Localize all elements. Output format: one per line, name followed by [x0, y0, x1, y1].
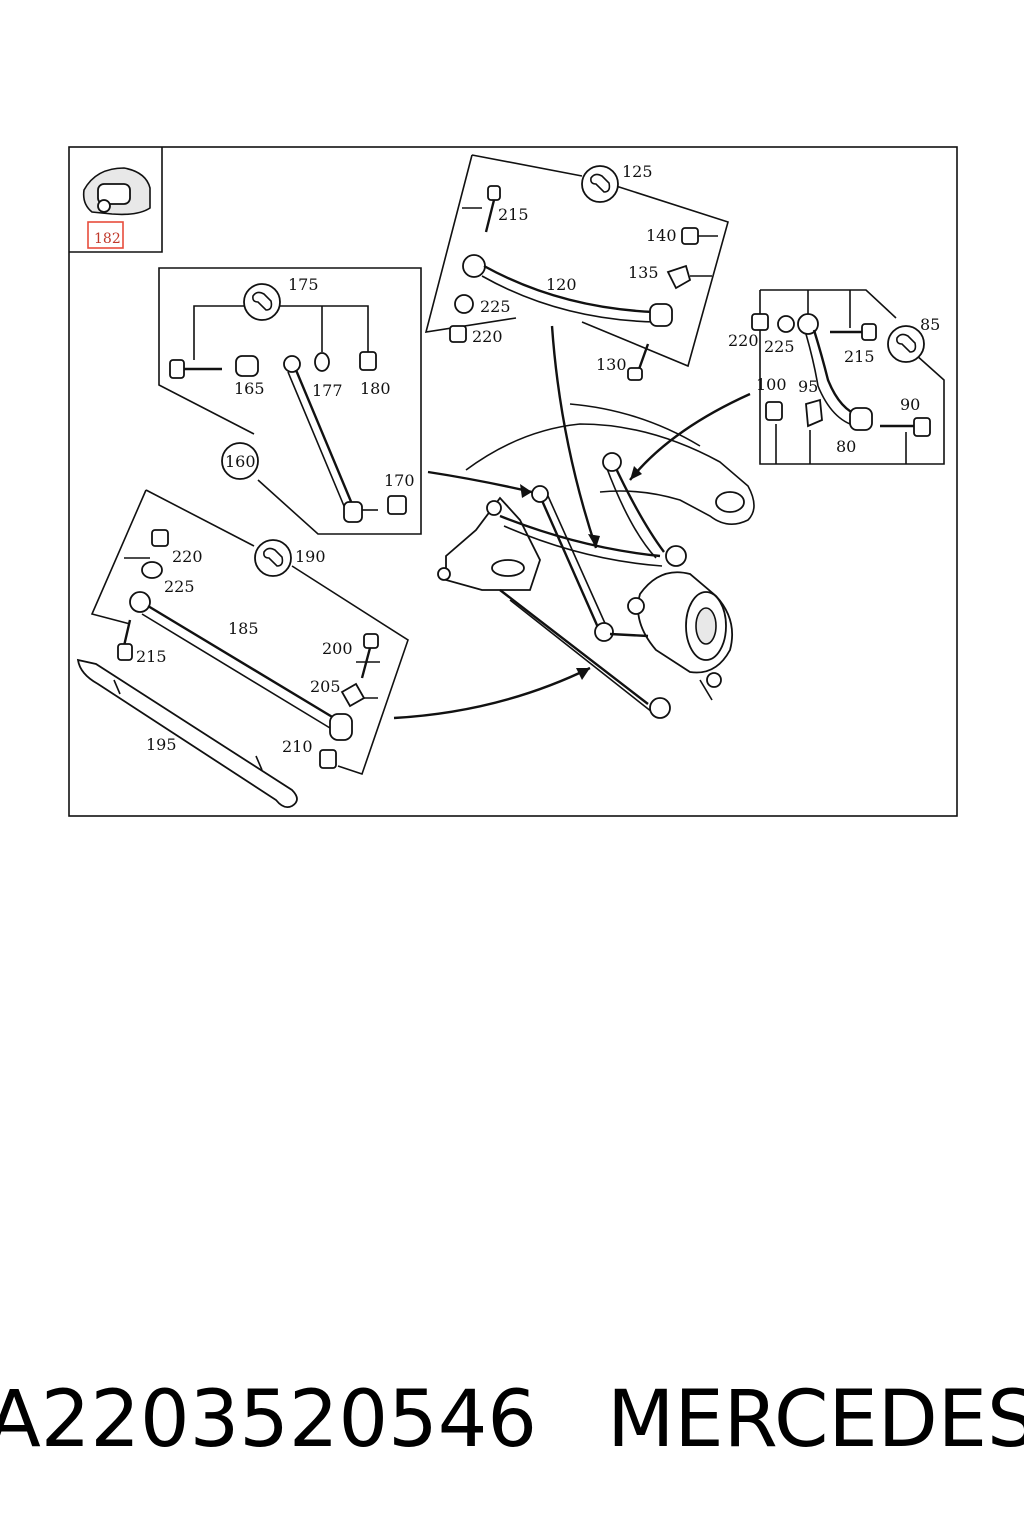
callout-180: 180: [360, 379, 391, 398]
suspension-assembly: [393, 325, 755, 720]
callout-177: 177: [312, 381, 343, 400]
callout-170: 170: [384, 471, 415, 490]
callout-165: 165: [234, 379, 265, 398]
callout-215a: 215: [498, 205, 529, 224]
wrench-icon: [252, 291, 273, 311]
part-caption: A2203520546 MERCEDES: [0, 1360, 1024, 1480]
callout-210: 210: [282, 737, 313, 756]
callout-125: 125: [622, 162, 653, 181]
callout-130: 130: [596, 355, 627, 374]
callout-225a: 225: [480, 297, 511, 316]
callout-90: 90: [900, 395, 920, 414]
callout-225b: 225: [764, 337, 795, 356]
group-125: 125 215 140 135 120 225 220 130: [424, 154, 729, 381]
part-number: A2203520546: [0, 1375, 538, 1465]
callout-200: 200: [322, 639, 353, 658]
callout-220b: 220: [728, 331, 759, 350]
brand-name: MERCEDES: [607, 1375, 1024, 1465]
callout-225c: 225: [164, 577, 195, 596]
group-160: 175 165 177 180 170 160: [158, 267, 422, 535]
highlight-box-182: [87, 221, 124, 249]
callout-185: 185: [228, 619, 259, 638]
callout-190: 190: [295, 547, 326, 566]
diagram-frame: [68, 146, 958, 817]
callout-85: 85: [920, 315, 940, 334]
callout-215c: 215: [136, 647, 167, 666]
callout-95: 95: [798, 377, 818, 396]
callout-182: 182: [94, 231, 121, 247]
parts-diagram: 182 175 165 177 180 170: [68, 146, 958, 817]
callout-160: 160: [225, 452, 256, 471]
group-85: 85 220 225 215 80 100 95 90: [728, 289, 945, 465]
callout-80: 80: [836, 437, 856, 456]
callout-195: 195: [146, 735, 177, 754]
callout-120: 120: [546, 275, 577, 294]
callout-220a: 220: [472, 327, 503, 346]
callout-215b: 215: [844, 347, 875, 366]
callout-220c: 220: [172, 547, 203, 566]
callout-100: 100: [756, 375, 787, 394]
inset-182: 182: [69, 147, 163, 253]
callout-175: 175: [288, 275, 319, 294]
callout-205: 205: [310, 677, 341, 696]
callout-140: 140: [646, 226, 677, 245]
group-190: 190 220 225 185 215 200 205 210 195: [76, 489, 409, 809]
callout-135: 135: [628, 263, 659, 282]
